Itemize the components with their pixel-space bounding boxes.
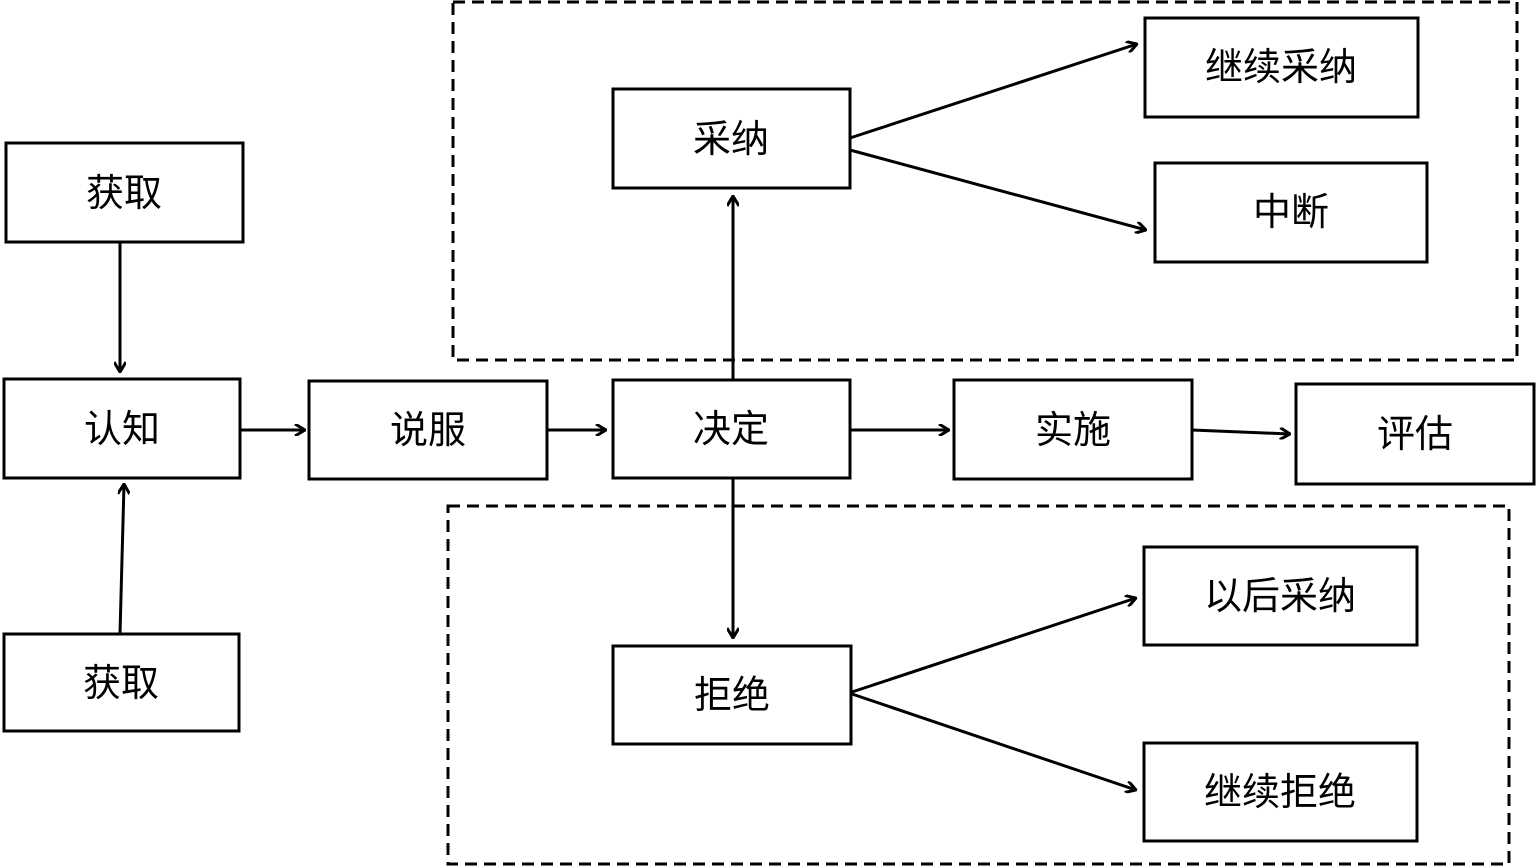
node-acquire-bottom: 获取	[2, 632, 241, 733]
node-rejection: 拒绝	[611, 644, 853, 746]
edge-rejection-to-later-adoption	[851, 598, 1136, 694]
node-awareness: 认知	[2, 377, 242, 480]
node-adoption-label: 采纳	[693, 117, 769, 161]
node-rejection-label: 拒绝	[694, 673, 770, 717]
node-persuasion: 说服	[307, 379, 549, 481]
node-continued-adoption-label: 继续采纳	[1205, 45, 1357, 89]
node-acquire-top: 获取	[4, 141, 245, 244]
node-discontinuance: 中断	[1153, 161, 1429, 264]
node-later-adoption: 以后采纳	[1142, 545, 1419, 647]
node-acquire-top-label: 获取	[86, 171, 162, 215]
node-continued-rejection-label: 继续拒绝	[1204, 770, 1356, 814]
node-decision: 决定	[611, 378, 852, 480]
edge-acquire-bottom-to-awareness	[120, 484, 124, 635]
node-adoption: 采纳	[611, 87, 852, 190]
node-acquire-bottom-label: 获取	[83, 661, 159, 705]
adoption-group-box	[451, 0, 1519, 362]
edge-adoption-to-discontinuance	[849, 148, 1146, 230]
node-later-adoption-label: 以后采纳	[1204, 574, 1356, 618]
edge-implementation-to-evaluation	[1191, 430, 1290, 434]
edge-rejection-to-continued-rejection	[851, 692, 1136, 790]
node-persuasion-label: 说服	[390, 408, 466, 452]
edge-adoption-to-continued-adoption	[849, 44, 1137, 140]
node-discontinuance-label: 中断	[1253, 190, 1329, 234]
rejection-group-box	[446, 504, 1511, 866]
node-evaluation: 评估	[1294, 382, 1536, 486]
node-implementation: 实施	[952, 378, 1194, 481]
node-decision-label: 决定	[693, 407, 769, 451]
node-continued-adoption: 继续采纳	[1143, 16, 1420, 119]
node-continued-rejection: 继续拒绝	[1142, 741, 1419, 843]
node-implementation-label: 实施	[1035, 408, 1111, 452]
node-evaluation-label: 评估	[1377, 412, 1453, 456]
node-awareness-label: 认知	[84, 407, 160, 451]
